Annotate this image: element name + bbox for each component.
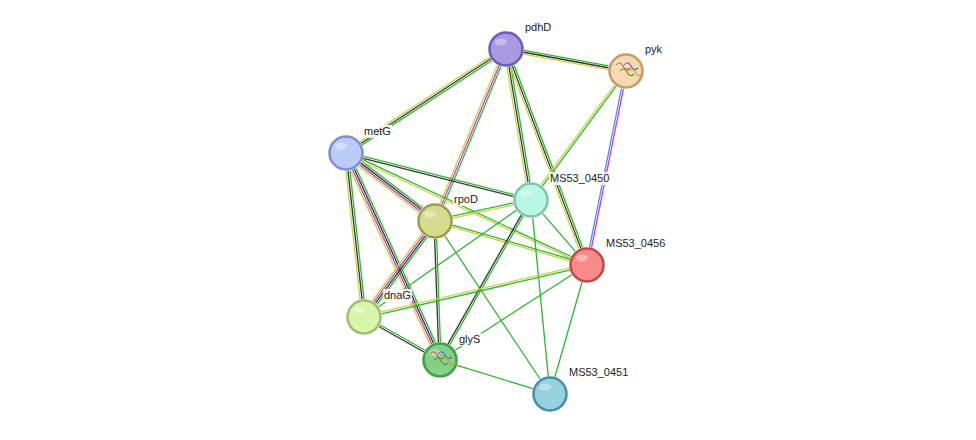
interaction-edge (435, 239, 441, 342)
protein-node: MS53_0450 (513, 182, 549, 218)
interaction-edge (590, 88, 624, 247)
evidence-strand (511, 66, 530, 181)
node-label: MS53_0450 (549, 172, 610, 185)
protein-node: dnaG (346, 299, 382, 335)
interaction-edge (379, 325, 425, 352)
protein-node: MS53_0451 (532, 376, 568, 412)
evidence-strand (382, 270, 570, 314)
protein-node: pdhD (488, 31, 524, 67)
interaction-edge (372, 234, 426, 305)
evidence-strand (435, 239, 439, 342)
evidence-strand (363, 158, 513, 196)
node-label: pdhD (524, 21, 552, 34)
node-circle (346, 299, 382, 335)
evidence-strand (512, 66, 580, 248)
node-label: rpoD (453, 193, 479, 206)
interaction-edge (555, 282, 582, 376)
node-circle (422, 342, 458, 378)
node-circle (532, 376, 568, 412)
node-label: MS53_0456 (605, 237, 666, 250)
node-circle (608, 53, 644, 89)
node-label: glyS (458, 333, 481, 346)
evidence-strand (376, 236, 426, 303)
evidence-strand (541, 85, 615, 185)
node-circle (569, 247, 605, 283)
node-label: metG (363, 125, 392, 138)
node-circle (417, 203, 453, 239)
interaction-edge (445, 236, 540, 379)
evidence-strand (361, 59, 491, 143)
evidence-strand (380, 325, 425, 350)
interaction-edge (510, 65, 582, 249)
protein-node: metG (328, 135, 364, 171)
evidence-strand (377, 237, 427, 304)
interaction-edge (533, 218, 548, 376)
evidence-strand (453, 205, 514, 218)
evidence-strand (448, 215, 521, 344)
evidence-strand (450, 216, 523, 345)
node-label: MS53_0451 (568, 366, 629, 379)
evidence-strand (452, 227, 569, 261)
evidence-strand (590, 88, 622, 247)
evidence-strand (346, 171, 360, 299)
node-label: pyk (644, 43, 663, 56)
interaction-edge (381, 268, 569, 314)
node-label: dnaG (383, 289, 412, 302)
evidence-strand (524, 52, 609, 68)
interaction-edge (455, 275, 572, 350)
protein-node: MS53_0456 (569, 247, 605, 283)
interaction-edge (363, 156, 514, 196)
evidence-strand (362, 60, 492, 144)
node-circle (328, 135, 364, 171)
interaction-edge (362, 160, 571, 259)
interaction-edge (448, 215, 523, 345)
evidence-strand (381, 268, 569, 312)
protein-node: glyS (422, 342, 458, 378)
evidence-strand (363, 160, 571, 257)
node-circle (513, 182, 549, 218)
node-circle (488, 31, 524, 67)
evidence-strand (457, 365, 533, 388)
evidence-strand (362, 161, 570, 258)
evidence-strand (510, 67, 578, 249)
evidence-strand (455, 275, 572, 350)
protein-node: rpoD (417, 203, 453, 239)
protein-node: pyk (608, 53, 644, 89)
evidence-strand (524, 50, 609, 66)
interaction-edge (523, 50, 608, 69)
evidence-strand (592, 89, 624, 248)
evidence-strand (555, 282, 582, 376)
evidence-strand (445, 236, 540, 379)
evidence-strand (533, 218, 548, 376)
evidence-strand (364, 156, 514, 194)
evidence-strand (542, 86, 616, 186)
evidence-strand (374, 235, 424, 302)
evidence-strand (523, 54, 608, 70)
interaction-edge (543, 214, 576, 252)
evidence-strand (543, 214, 576, 252)
evidence-strand (379, 327, 424, 352)
interaction-edge (457, 365, 533, 388)
